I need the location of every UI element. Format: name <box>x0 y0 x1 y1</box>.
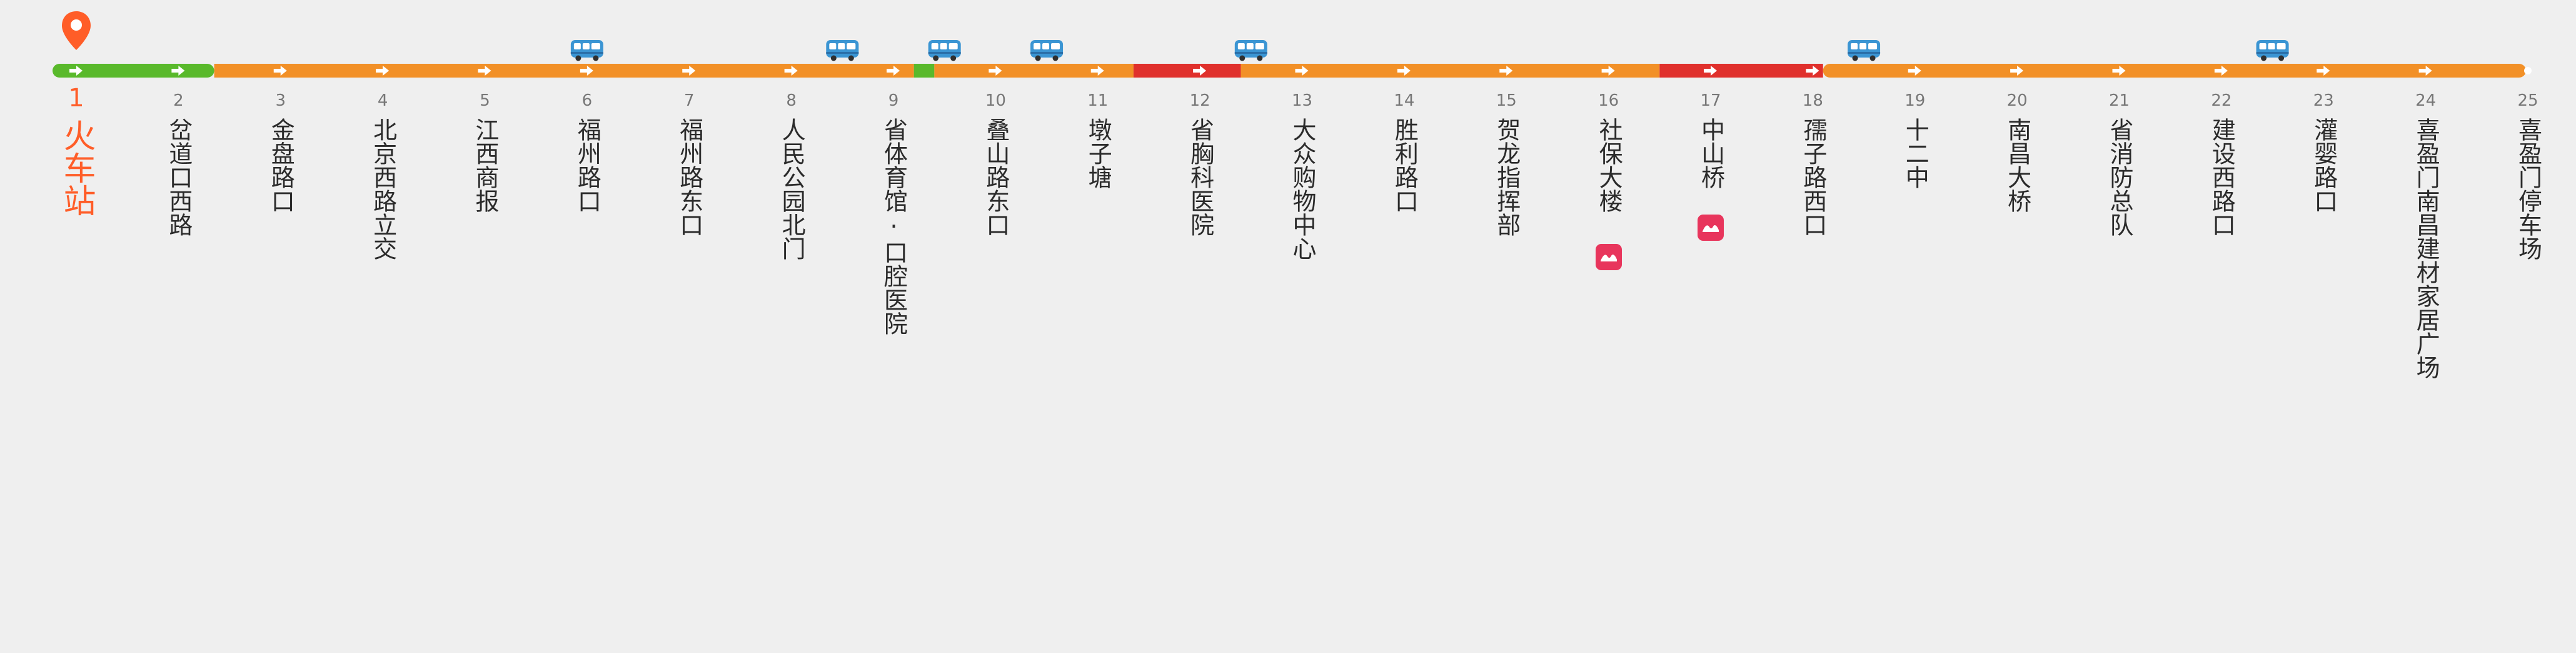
bus-icon[interactable] <box>928 40 961 61</box>
stop-name: 喜盈门南昌建材家居广场 <box>2412 118 2440 379</box>
arrow-right-icon <box>69 66 83 76</box>
route-segment-normal <box>1240 64 1660 78</box>
stop-name: 贺龙指挥部 <box>1492 118 1521 236</box>
arrow-right-icon <box>2112 66 2126 76</box>
arrow-right-icon <box>1193 66 1207 76</box>
route-segment-normal <box>1823 64 2526 78</box>
stop-number: 8 <box>786 91 797 110</box>
arrow-right-icon <box>887 66 900 76</box>
route-segment-normal <box>214 64 914 78</box>
stop-name: 火车站 <box>58 119 95 216</box>
stop-name: 大众购物中心 <box>1289 118 1316 260</box>
stop-name: 北京西路立交 <box>369 118 397 260</box>
stop-number: 10 <box>985 91 1006 110</box>
arrow-right-icon <box>2010 66 2024 76</box>
metro-icon <box>1595 244 1622 270</box>
arrow-right-icon <box>171 66 185 76</box>
stop-name: 南昌大桥 <box>2003 118 2031 213</box>
stop-number: 12 <box>1189 91 1210 110</box>
route-segment-passed <box>53 64 214 78</box>
stop-name: 中山桥 <box>1697 118 1725 189</box>
stop-number: 15 <box>1496 91 1517 110</box>
stop-number: 1 <box>68 84 84 113</box>
arrow-right-icon <box>376 66 390 76</box>
stop-name: 叠山路东口 <box>982 118 1010 236</box>
bus-icon[interactable] <box>826 40 859 61</box>
route-segment-normal <box>934 64 1134 78</box>
route-segment-congested <box>1659 64 1823 78</box>
stop-number: 7 <box>683 91 695 110</box>
arrow-right-icon <box>478 66 491 76</box>
stop-number: 11 <box>1087 91 1109 110</box>
bus-icon[interactable] <box>1234 40 1267 61</box>
bus-icon[interactable] <box>570 40 603 61</box>
stop-number: 22 <box>2211 91 2232 110</box>
bus-icon[interactable] <box>1848 40 1881 61</box>
stop-name: 孺子路西口 <box>1799 118 1827 236</box>
stop-number: 18 <box>1802 91 1823 110</box>
stop-name: 社保大楼 <box>1595 118 1623 213</box>
arrow-right-icon <box>2418 66 2432 76</box>
stop-name: 灌婴路口 <box>2310 118 2338 213</box>
stop-number: 19 <box>1904 91 1926 110</box>
stop-number: 23 <box>2313 91 2334 110</box>
stop-number: 5 <box>480 91 490 110</box>
stop-number: 2 <box>173 91 184 110</box>
arrow-right-icon <box>1295 66 1309 76</box>
stop-number: 3 <box>275 91 286 110</box>
arrow-right-icon <box>1806 66 1819 76</box>
stop-number: 13 <box>1291 91 1313 110</box>
stop-name: 金盘路口 <box>267 118 295 213</box>
stop-name: 十二中 <box>1901 118 1929 189</box>
stop-name: 岔道口西路 <box>164 118 193 236</box>
arrow-right-icon <box>273 66 287 76</box>
arrow-right-icon <box>2317 66 2330 76</box>
stop-number: 16 <box>1598 91 1619 110</box>
stop-name: 江西商报 <box>471 118 499 213</box>
stop-number: 14 <box>1394 91 1415 110</box>
arrow-right-icon <box>1090 66 1104 76</box>
stop-name: 喜盈门停车场 <box>2514 118 2542 260</box>
stop-number: 6 <box>581 91 593 110</box>
stop-name: 省胸科医院 <box>1186 118 1214 236</box>
arrow-right-icon <box>1704 66 1717 76</box>
route-segment-congested <box>1133 64 1241 78</box>
stop-number: 4 <box>377 91 388 110</box>
arrow-right-icon <box>1601 66 1615 76</box>
stop-number: 17 <box>1700 91 1721 110</box>
arrow-right-icon <box>989 66 1002 76</box>
stop-number: 25 <box>2517 91 2538 110</box>
stop-name: 墩子塘 <box>1084 118 1112 189</box>
route-segment-passed <box>913 64 935 78</box>
bus-icon[interactable] <box>2256 40 2289 61</box>
arrow-right-icon <box>1397 66 1411 76</box>
arrow-right-icon <box>1908 66 1921 76</box>
metro-icon <box>1698 215 1724 241</box>
arrow-right-icon <box>1499 66 1513 76</box>
stop-name: 福州路口 <box>573 118 601 213</box>
stop-name: 胜利路口 <box>1391 118 1419 213</box>
arrow-right-icon <box>2214 66 2228 76</box>
stop-name: 省消防总队 <box>2106 118 2133 236</box>
location-pin-icon <box>62 11 91 50</box>
stop-name: 省体育馆·口腔医院 <box>880 118 908 335</box>
stop-number: 20 <box>2006 91 2028 110</box>
stop-name: 福州路东口 <box>675 118 703 236</box>
dot-icon <box>2524 67 2532 74</box>
arrow-right-icon <box>682 66 696 76</box>
bus-icon[interactable] <box>1030 40 1064 61</box>
arrow-right-icon <box>784 66 798 76</box>
stop-number: 21 <box>2108 91 2130 110</box>
stop-name: 建设西路口 <box>2208 118 2236 236</box>
stop-number: 24 <box>2415 91 2437 110</box>
stop-number: 9 <box>888 91 899 110</box>
arrow-right-icon <box>580 66 593 76</box>
stop-name: 人民公园北门 <box>778 118 806 260</box>
